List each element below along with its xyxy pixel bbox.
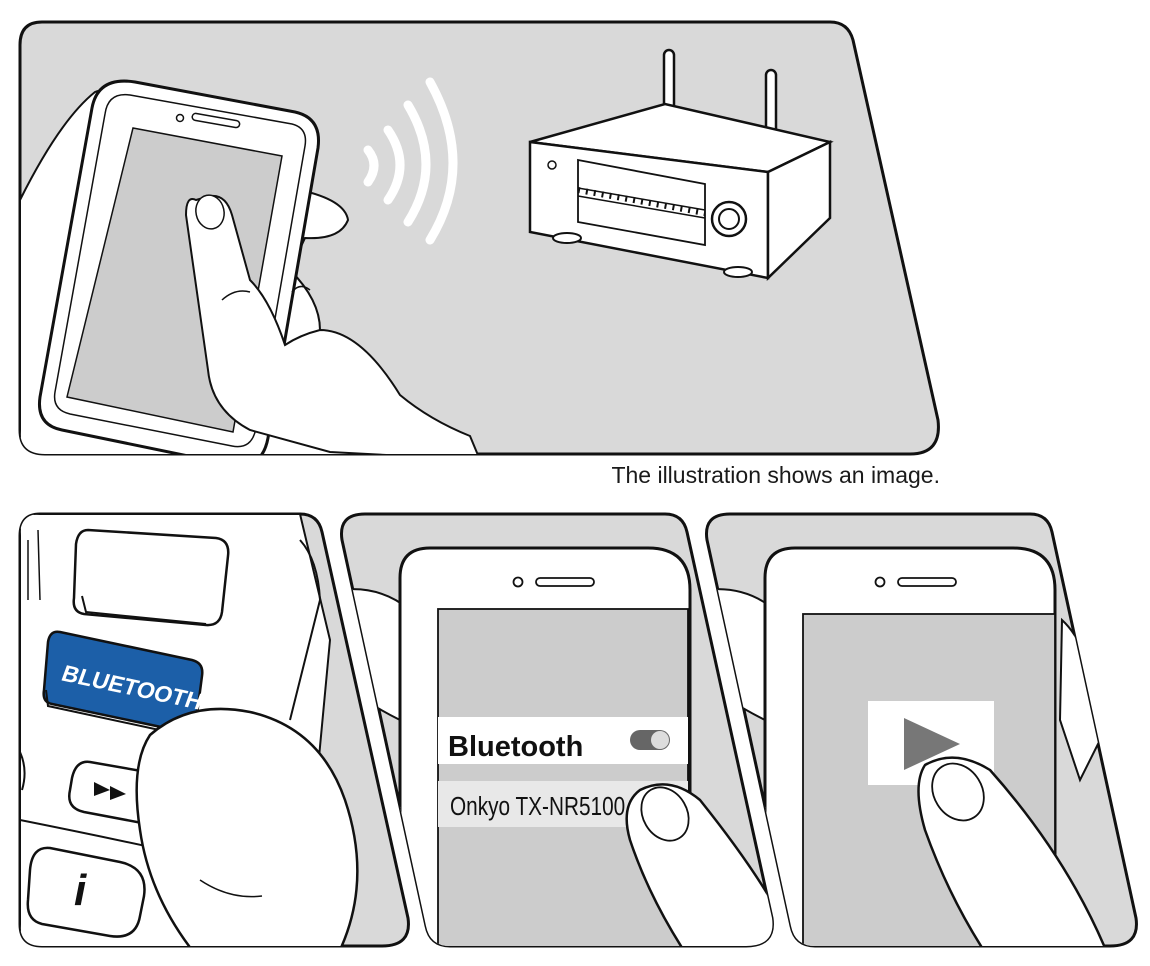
bluetooth-setting-title: Bluetooth [448,731,583,763]
device-name: Onkyo TX-NR5100 [450,792,625,821]
av-receiver [528,48,834,281]
info-button[interactable]: i [26,846,146,938]
thumb [135,707,359,946]
phone-screen [437,608,689,946]
bluetooth-toggle[interactable] [630,730,670,750]
pointing-finger [184,194,482,454]
fast-forward-icon [94,782,126,800]
play-panel [704,512,1138,948]
remote-panel: BLUETOOTH i [18,512,410,948]
play-icon [904,718,960,770]
wifi-signal-icon [363,77,458,245]
bluetooth-settings-panel: Bluetooth Onkyo TX-NR5100 [339,512,774,948]
illustration-caption: The illustration shows an image. [611,462,940,488]
top-panel [18,20,940,456]
info-icon: i [74,866,87,915]
